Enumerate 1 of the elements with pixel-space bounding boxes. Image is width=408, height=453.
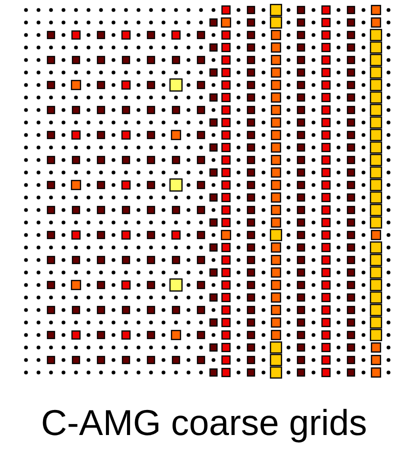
caption: C-AMG coarse grids bbox=[40, 402, 368, 444]
